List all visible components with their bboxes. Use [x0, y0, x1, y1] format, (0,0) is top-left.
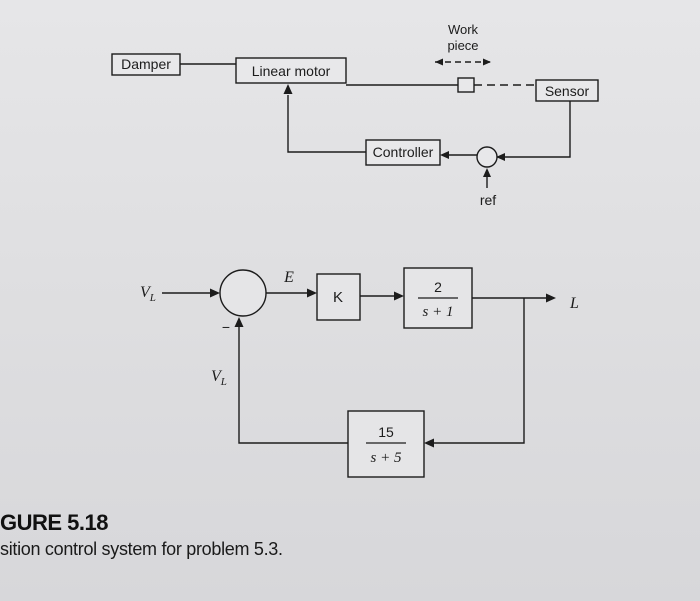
motor-input-arrowhead [283, 84, 293, 94]
motion-arrow-left-head [435, 58, 443, 66]
input-label: VL [140, 284, 156, 304]
block-diagram [162, 267, 556, 478]
gain-plant-arrowhead [394, 291, 404, 301]
feedback-signal-label: VL [211, 368, 227, 388]
motion-arrow-right-head [483, 58, 491, 66]
damper-label: Damper [121, 56, 171, 72]
error-arrowhead [307, 288, 317, 298]
plant-denominator: s + 1 [423, 304, 454, 320]
gain-label: K [333, 289, 343, 306]
block-labels: VL E − K 2 s + 1 L VL 15 s + 5 [140, 269, 579, 466]
controller-label: Controller [373, 144, 434, 160]
work-piece-label-line2: piece [447, 38, 478, 53]
work-piece-label-line1: Work [448, 22, 479, 37]
feedback-right-line [432, 298, 525, 444]
controller-input-arrowhead [440, 151, 449, 159]
work-piece [457, 77, 475, 93]
error-label: E [283, 269, 294, 286]
gain-block [316, 273, 361, 321]
minus-sign: − [222, 319, 230, 335]
linear-motor-box [235, 57, 347, 84]
sensor-denominator: s + 5 [371, 450, 402, 466]
feedback-left-line [238, 325, 348, 444]
feedback-arrowhead [424, 438, 434, 448]
summing-junction [219, 269, 267, 317]
figure-caption-text: sition control system for problem 5.3. [0, 539, 283, 559]
output-arrowhead [546, 293, 556, 303]
linear-motor-label: Linear motor [252, 63, 331, 79]
plant-numerator: 2 [434, 279, 442, 295]
physical-diagram [111, 53, 599, 188]
output-label: L [569, 295, 579, 312]
controller-motor-line [287, 95, 366, 153]
physical-labels: Damper Linear motor Work piece Sensor Co… [121, 22, 589, 208]
sensor-feedback-arrowhead [496, 153, 505, 161]
sensor-block [347, 410, 425, 478]
figure-caption-title: GURE 5.18 [0, 510, 109, 535]
input-arrowhead [210, 288, 220, 298]
ref-arrowhead [483, 168, 491, 177]
junction-feedback-arrowhead [234, 317, 244, 327]
physical-summing-junction [476, 146, 498, 168]
sensor-label: Sensor [545, 83, 590, 99]
ref-label: ref [480, 192, 496, 208]
sensor-feedback-line [497, 101, 571, 158]
sensor-box [535, 79, 599, 102]
sensor-numerator: 15 [378, 424, 394, 440]
